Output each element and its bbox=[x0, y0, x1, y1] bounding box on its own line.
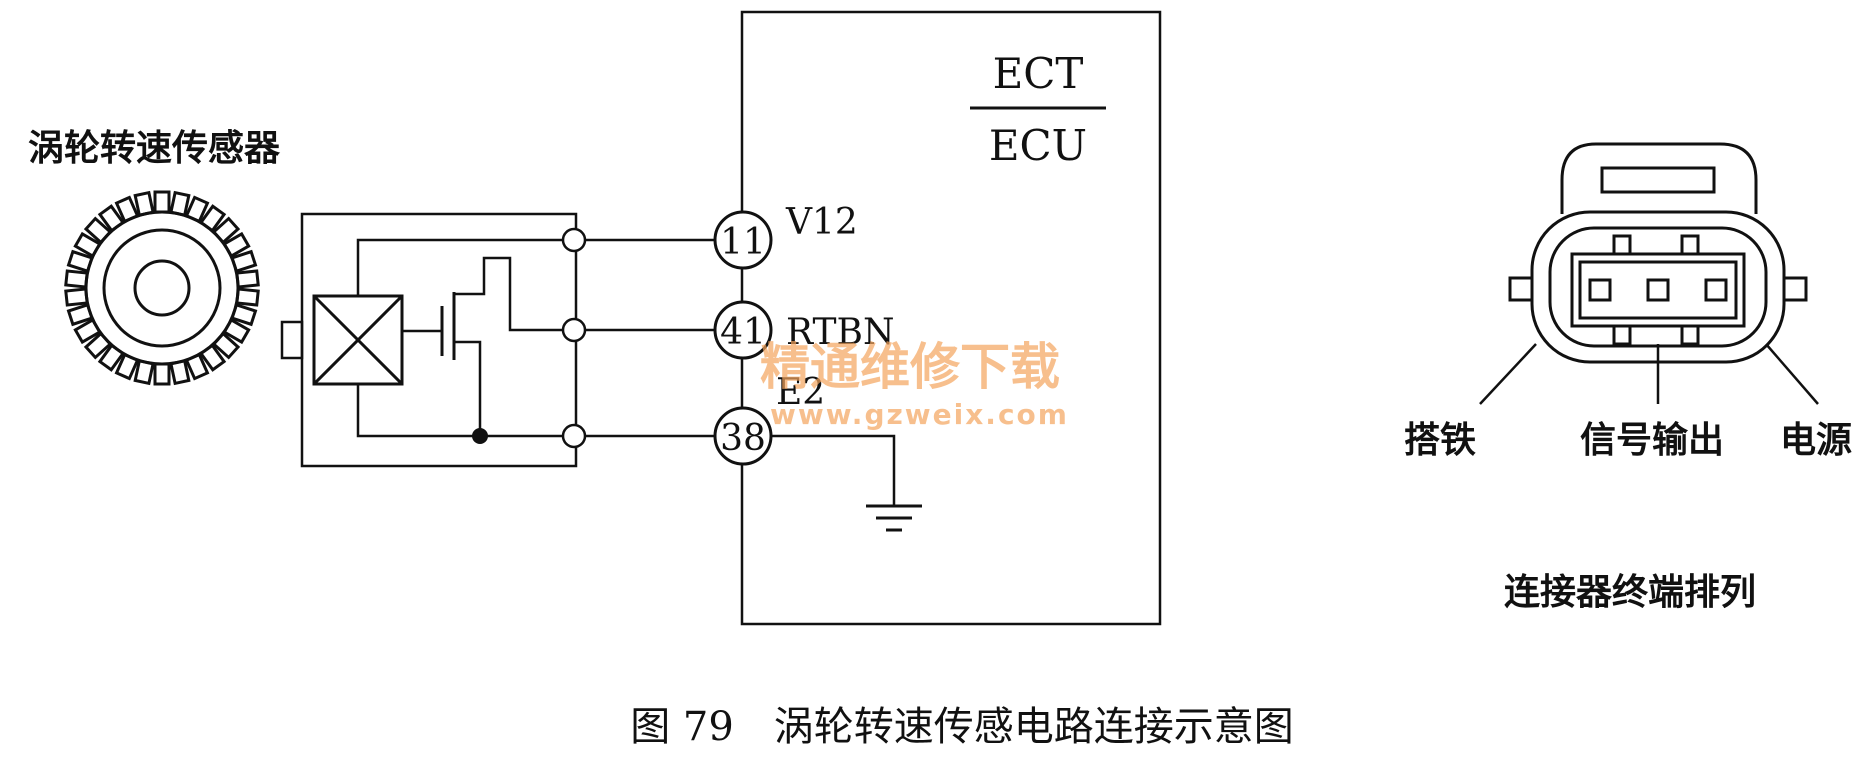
pin-name-e2: E2 bbox=[776, 372, 825, 413]
transistor-drain-wire bbox=[454, 256, 566, 332]
sensor-terminal-2 bbox=[561, 317, 587, 343]
reluctor-outer-ring bbox=[84, 210, 240, 366]
pin-number-11: 11 bbox=[720, 222, 766, 263]
ecu-box bbox=[740, 10, 1162, 626]
tab-top-left bbox=[1612, 234, 1632, 256]
connector-drawing bbox=[1479, 142, 1819, 405]
ecu-label-ect: ECT bbox=[993, 49, 1084, 98]
harness bbox=[585, 238, 714, 438]
tab-top-right bbox=[1680, 234, 1700, 256]
pin-name-rtbn: RTBN bbox=[786, 312, 894, 353]
sensor-body bbox=[300, 212, 578, 468]
figure-caption: 图 79 涡轮转速传感电路连接示意图 bbox=[630, 704, 1294, 750]
sensor-terminal-1 bbox=[561, 227, 587, 253]
sensor-housing bbox=[280, 212, 587, 468]
terminal-signal bbox=[1646, 278, 1670, 302]
connector-shell-inner bbox=[1548, 226, 1768, 348]
reluctor-hub bbox=[133, 259, 191, 317]
pin-number-41: 41 bbox=[720, 312, 766, 353]
ecu-pin-11: 11 V12 bbox=[713, 202, 858, 270]
terminal-ground bbox=[1588, 278, 1612, 302]
label-ground: 搭铁 bbox=[1404, 420, 1476, 461]
pin-number-38: 38 bbox=[720, 418, 766, 459]
leader-power bbox=[1765, 343, 1819, 405]
label-signal: 信号输出 bbox=[1580, 420, 1724, 461]
tab-bottom-left bbox=[1612, 324, 1632, 346]
leader-ground bbox=[1479, 343, 1537, 405]
pickup-coil-cross-b bbox=[312, 294, 404, 386]
pin-name-v12: V12 bbox=[785, 202, 858, 243]
reluctor-tooth bbox=[64, 287, 89, 307]
terminal-housing bbox=[1570, 252, 1746, 328]
reluctor-inner-ring bbox=[102, 228, 222, 348]
reluctor-tooth bbox=[153, 362, 171, 386]
sensor-title: 涡轮转速传感器 bbox=[28, 128, 281, 169]
connector-caption: 连接器终端排列 bbox=[1504, 572, 1756, 613]
ecu-label-ecu: ECU bbox=[989, 121, 1087, 170]
pin-circle-38 bbox=[713, 406, 773, 466]
sensor-terminal-3 bbox=[561, 423, 587, 449]
e2-ground-wire bbox=[772, 434, 896, 506]
pin-circle-11 bbox=[713, 210, 773, 270]
wire-ground bbox=[356, 384, 566, 438]
terminal-power bbox=[1704, 278, 1728, 302]
transistor-source-wire bbox=[454, 340, 482, 436]
reluctor-tooth bbox=[64, 269, 89, 289]
label-power: 电源 bbox=[1780, 420, 1852, 461]
terminal-housing-inner bbox=[1578, 260, 1738, 320]
reluctor-tooth bbox=[153, 190, 171, 214]
watermark-cn: 精通维修下载 bbox=[760, 338, 1060, 396]
ecu-pin-38: 38 E2 bbox=[713, 372, 825, 466]
reluctor-tooth bbox=[235, 269, 260, 289]
ecu-pin-41: 41 RTBN bbox=[713, 300, 894, 360]
reluctor-teeth bbox=[64, 190, 260, 386]
reluctor-wheel bbox=[64, 190, 260, 386]
connector-latch-slot bbox=[1600, 166, 1716, 194]
connector-latch bbox=[1560, 142, 1758, 214]
junction-dot bbox=[472, 428, 488, 444]
connector-key-right bbox=[1782, 276, 1808, 302]
wire-power bbox=[356, 238, 566, 296]
watermark-url: www.gzweix.com bbox=[770, 398, 1069, 431]
reluctor-tooth bbox=[235, 287, 260, 307]
connector-key-left bbox=[1508, 276, 1534, 302]
sensor-tip bbox=[280, 320, 304, 360]
pin-circle-41 bbox=[713, 300, 773, 360]
tab-bottom-right bbox=[1680, 324, 1700, 346]
